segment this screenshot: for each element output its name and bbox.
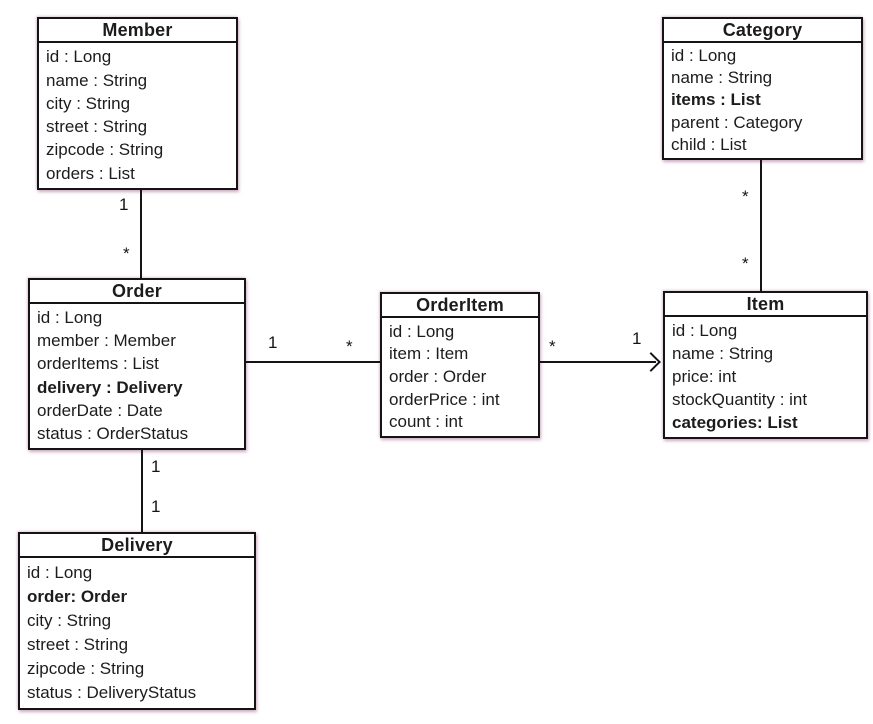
attribute-row: count : int xyxy=(389,412,463,432)
multiplicity-label: * xyxy=(346,337,353,356)
class-title: Delivery xyxy=(20,534,254,558)
attribute-row: id : Long xyxy=(389,321,455,341)
relation-line-category-item xyxy=(760,160,762,291)
multiplicity-label: 1 xyxy=(632,329,642,348)
class-title: OrderItem xyxy=(382,294,538,318)
attribute-row: id : Long xyxy=(46,47,112,67)
attribute-row: id : Long xyxy=(672,321,738,340)
attribute-row: orderPrice : int xyxy=(389,389,500,409)
attribute-list: id : Long item : Item order : Order orde… xyxy=(382,318,538,436)
attribute-row: order: Order xyxy=(27,587,128,606)
class-title: Order xyxy=(30,280,244,304)
attribute-row: street : String xyxy=(27,635,129,654)
class-box-orderitem: OrderItem id : Long item : Item order : … xyxy=(380,292,540,438)
attribute-row: name : String xyxy=(671,68,773,88)
attribute-row: delivery : Delivery xyxy=(37,377,183,397)
attribute-row: status : OrderStatus xyxy=(37,423,189,443)
multiplicity-label: 1 xyxy=(151,497,161,516)
multiplicity-label: * xyxy=(123,244,130,263)
attribute-list: id : Long member : Member orderItems : L… xyxy=(30,304,244,448)
attribute-row: orderDate : Date xyxy=(37,400,163,420)
attribute-row: city : String xyxy=(46,93,131,113)
class-title: Member xyxy=(39,19,236,43)
class-box-delivery: Delivery id : Long order: Order city : S… xyxy=(18,532,256,710)
relation-line-order-orderitem xyxy=(246,361,380,363)
relation-line-order-delivery xyxy=(141,450,143,532)
attribute-row: orderItems : List xyxy=(37,354,159,374)
attribute-row: id : Long xyxy=(37,308,103,328)
multiplicity-label: * xyxy=(742,187,749,206)
attribute-list: id : Long name : String price: int stock… xyxy=(665,317,866,437)
multiplicity-label: * xyxy=(742,254,749,273)
class-title: Category xyxy=(664,19,861,43)
attribute-list: id : Long name : String items : List par… xyxy=(664,43,861,158)
class-box-category: Category id : Long name : String items :… xyxy=(662,17,863,160)
arrowhead-icon xyxy=(641,352,661,372)
attribute-row: street : String xyxy=(46,117,148,137)
attribute-row: member : Member xyxy=(37,331,176,351)
attribute-row: items : List xyxy=(671,90,761,110)
attribute-row: item : Item xyxy=(389,344,469,364)
attribute-row: id : Long xyxy=(671,46,737,66)
attribute-row: zipcode : String xyxy=(46,140,164,160)
multiplicity-label: * xyxy=(549,337,556,356)
class-box-order: Order id : Long member : Member orderIte… xyxy=(28,278,246,450)
multiplicity-label: 1 xyxy=(119,195,129,214)
attribute-row: id : Long xyxy=(27,563,93,582)
relation-line-orderitem-item xyxy=(540,361,656,363)
attribute-row: status : DeliveryStatus xyxy=(27,683,197,702)
attribute-row: name : String xyxy=(46,70,148,90)
multiplicity-label: 1 xyxy=(268,333,278,352)
attribute-row: city : String xyxy=(27,611,112,630)
attribute-list: id : Long name : String city : String st… xyxy=(39,43,236,188)
attribute-row: zipcode : String xyxy=(27,659,145,678)
attribute-list: id : Long order: Order city : String str… xyxy=(20,558,254,708)
attribute-row: name : String xyxy=(672,344,774,363)
attribute-row: orders : List xyxy=(46,163,135,183)
class-box-item: Item id : Long name : String price: int … xyxy=(663,291,868,439)
attribute-row: categories: List xyxy=(672,413,798,432)
attribute-row: child : List xyxy=(671,134,747,154)
attribute-row: price: int xyxy=(672,367,737,386)
attribute-row: order : Order xyxy=(389,366,487,386)
attribute-row: stockQuantity : int xyxy=(672,390,808,409)
attribute-row: parent : Category xyxy=(671,112,803,132)
relation-line-member-order xyxy=(140,190,142,278)
class-box-member: Member id : Long name : String city : St… xyxy=(37,17,238,190)
multiplicity-label: 1 xyxy=(151,457,161,476)
class-title: Item xyxy=(665,293,866,317)
